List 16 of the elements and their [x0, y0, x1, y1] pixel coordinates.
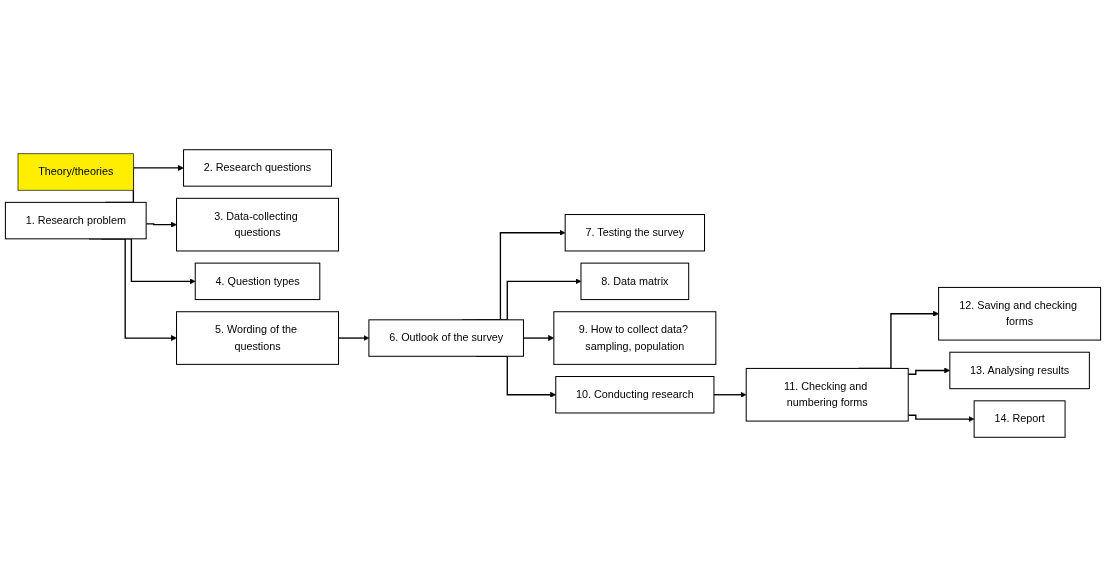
node-box: 14. Report [973, 400, 1066, 438]
node-box: 6. Outlook of the survey [368, 319, 524, 357]
node-box: 1. Research problem [4, 201, 147, 240]
node-box: 10. Conducting research [555, 376, 715, 414]
node-box: 4. Question types [194, 262, 321, 301]
node-box: 9. How to collect data? sampling, population [553, 311, 717, 365]
node-box: 8. Data matrix [580, 262, 690, 301]
node-box: Theory/theories [17, 153, 134, 191]
node-box: 11. Checking and numbering forms [745, 367, 909, 422]
node-box: 13. Analysing results [949, 351, 1090, 390]
node-box: 3. Data-collecting questions [176, 197, 340, 252]
node-box: 5. Wording of the questions [176, 311, 340, 365]
node-box: 12. Saving and checking forms [938, 286, 1102, 341]
arrow [713, 391, 747, 398]
node-box: 2. Research questions [183, 149, 332, 187]
node-box: 7. Testing the survey [564, 214, 706, 252]
